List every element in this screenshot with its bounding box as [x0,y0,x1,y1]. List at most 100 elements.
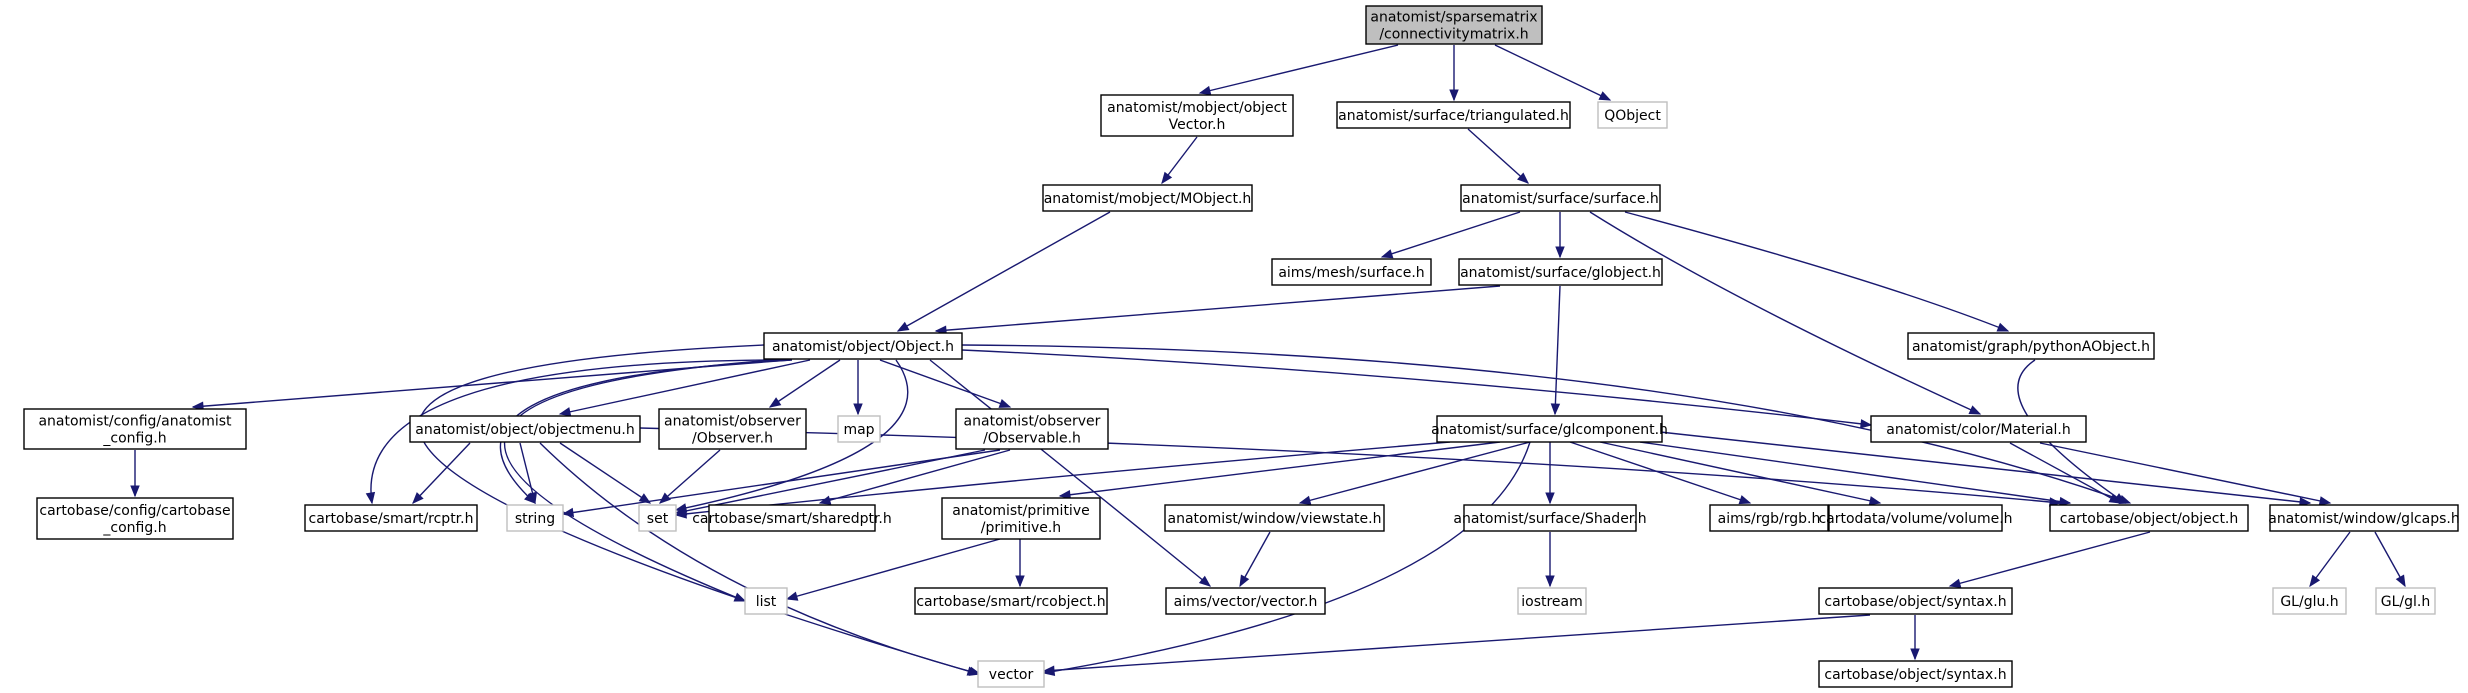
graph-node-n8[interactable]: anatomist/graph/pythonAObject.h [1907,332,2155,360]
graph-node-n3[interactable]: QObject [1597,101,1668,129]
graph-node-n23[interactable]: anatomist/window/viewstate.h [1164,504,1385,532]
edge-n15-n36 [1042,441,1531,676]
node-box[interactable] [1597,101,1668,129]
edge-line-n16-n28 [2039,442,2331,504]
graph-node-n20[interactable]: set [638,504,677,532]
node-box[interactable] [2375,587,2436,615]
graph-node-n19[interactable]: string [506,504,564,532]
graph-node-n15[interactable]: anatomist/surface/glcomponent.h [1431,415,1668,443]
node-box[interactable] [304,504,478,532]
node-box[interactable] [744,587,788,615]
edge-n4-n9 [896,211,1111,332]
graph-node-n14[interactable]: anatomist/observer/Observable.h [955,408,1109,450]
graph-node-n36[interactable]: vector [977,660,1045,688]
graph-node-n28[interactable]: anatomist/window/glcaps.h [2268,504,2460,532]
edge-line-n22-n29 [786,538,1001,600]
graph-node-n21[interactable]: cartobase/smart/sharedptr.h [692,504,892,532]
node-box[interactable] [658,408,807,450]
graph-node-n12[interactable]: anatomist/observer/Observer.h [658,408,807,450]
node-box[interactable] [708,504,876,532]
graph-node-n13[interactable]: map [837,415,881,443]
arrowhead-n5-n7 [1555,246,1565,259]
edge-line-n15-n23 [1299,441,1531,504]
node-box[interactable] [1463,504,1637,532]
graph-node-n27[interactable]: cartobase/object/object.h [2049,504,2249,532]
graph-node-n9[interactable]: anatomist/object/Object.h [763,332,963,360]
node-box[interactable] [409,415,641,443]
node-box[interactable] [763,332,963,360]
node-box[interactable] [1336,101,1571,129]
graph-node-n7[interactable]: anatomist/surface/globject.h [1458,258,1663,286]
edge-line-n16-n27 [2009,442,2121,504]
node-label: aims/rgb/rgb.h [1718,511,1821,527]
edge-line-n7-n15 [1554,285,1561,415]
graph-node-n6[interactable]: aims/mesh/surface.h [1271,258,1432,286]
graph-node-n37[interactable]: cartobase/object/syntax.h [1818,660,2013,688]
edge-n14-n19 [561,449,1001,518]
node-box[interactable] [914,587,1108,615]
graph-node-n32[interactable]: iostream [1517,587,1587,615]
graph-node-n29[interactable]: list [744,587,788,615]
node-box[interactable] [1165,587,1326,615]
graph-node-n18[interactable]: cartobase/smart/rcptr.h [304,504,478,532]
node-box[interactable] [977,660,1045,688]
graph-node-n2[interactable]: anatomist/surface/triangulated.h [1336,101,1571,129]
graph-node-n34[interactable]: GL/glu.h [2272,587,2347,615]
graph-node-n35[interactable]: GL/gl.h [2375,587,2436,615]
node-box[interactable] [1907,332,2155,360]
node-box[interactable] [1818,660,2013,688]
graph-node-n16[interactable]: anatomist/color/Material.h [1870,415,2087,443]
node-box[interactable] [1709,504,1829,532]
node-box[interactable] [1517,587,1587,615]
edge-line-n14-n21 [819,449,1011,504]
graph-node-n4[interactable]: anatomist/mobject/MObject.h [1042,184,1253,212]
node-box[interactable] [1828,504,2003,532]
node-box[interactable] [1818,587,2013,615]
node-box[interactable] [1436,415,1663,443]
node-box[interactable] [1164,504,1385,532]
graph-node-n31[interactable]: aims/vector/vector.h [1165,587,1326,615]
graph-node-n33[interactable]: cartobase/object/syntax.h [1818,587,2013,615]
graph-node-n5[interactable]: anatomist/surface/surface.h [1460,184,1661,212]
edge-n5-n16 [1589,211,1982,415]
graph-node-n25[interactable]: aims/rgb/rgb.h [1709,504,1829,532]
arrowhead-n16-n28 [2318,496,2332,506]
edge-line-n15-n25 [1569,441,1751,504]
arrowhead-n12-n20 [658,492,672,504]
node-box[interactable] [1042,184,1253,212]
node-box[interactable] [638,504,677,532]
node-box[interactable] [1271,258,1432,286]
node-box[interactable] [941,497,1101,540]
node-box[interactable] [2272,587,2347,615]
edge-line-n9-n31 [929,359,1211,587]
graph-node-n24[interactable]: anatomist/surface/Shader.h [1453,504,1647,532]
edge-line-n15-n26 [1599,441,1881,504]
node-box[interactable] [1365,5,1543,45]
graph-node-n10[interactable]: anatomist/config/anatomist_config.h [23,408,247,450]
arrowhead-n23-n31 [1239,574,1250,588]
node-box[interactable] [2049,504,2249,532]
node-box[interactable] [1100,94,1294,137]
graph-node-n11[interactable]: anatomist/object/objectmenu.h [409,415,641,443]
edge-line-n12-n20 [659,449,721,504]
node-box[interactable] [1460,184,1661,212]
graph-node-n30[interactable]: cartobase/smart/rcobject.h [914,587,1108,615]
graph-node-n26[interactable]: cartodata/volume/volume.h [1818,504,2013,532]
node-box[interactable] [1458,258,1663,286]
edge-line-n27-n33 [1949,531,2151,587]
node-box[interactable] [837,415,881,443]
node-box[interactable] [955,408,1109,450]
node-box[interactable] [1870,415,2087,443]
node-box[interactable] [506,504,564,532]
graph-node-n0[interactable]: anatomist/sparsematrix/connectivitymatri… [1365,5,1543,45]
graph-node-n17[interactable]: cartobase/config/cartobase_config.h [36,497,234,540]
node-box[interactable] [36,497,234,540]
node-box[interactable] [23,408,247,450]
graph-node-n22[interactable]: anatomist/primitive/primitive.h [941,497,1101,540]
arrowhead-n9-n27 [2118,495,2132,504]
node-label: anatomist/surface/Shader.h [1453,511,1646,527]
arrowhead-n4-n9 [896,321,910,332]
node-box[interactable] [2269,504,2459,532]
edge-n9-n36 [418,344,980,676]
